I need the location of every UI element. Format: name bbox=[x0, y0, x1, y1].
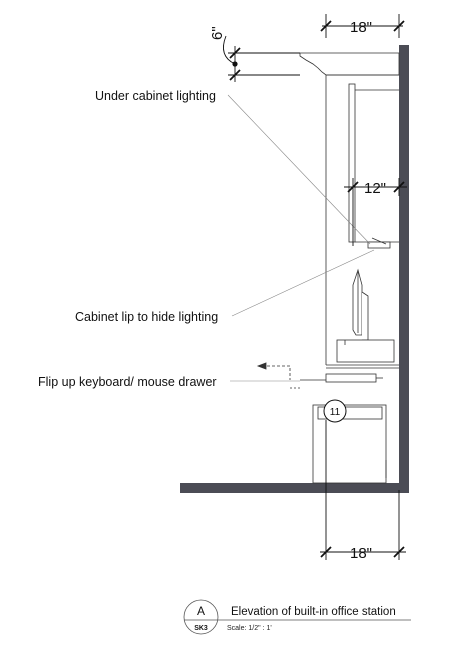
dim-bottom-depth: 18" bbox=[350, 545, 372, 562]
note-cabinet-lip: Cabinet lip to hide lighting bbox=[75, 310, 218, 324]
dim-top-depth: 18" bbox=[350, 19, 372, 36]
light-fixture bbox=[367, 241, 391, 249]
note-keyboard-drawer: Flip up keyboard/ mouse drawer bbox=[38, 375, 217, 389]
leader-under-cabinet bbox=[227, 94, 371, 245]
dim-upper-cabinet-depth: 12" bbox=[364, 180, 386, 197]
floor-slab bbox=[180, 483, 409, 493]
detail-bubble-number: 11 bbox=[330, 407, 341, 418]
dimension-lines bbox=[223, 14, 407, 560]
leader-lines bbox=[227, 94, 375, 382]
leader-cabinet-lip bbox=[231, 249, 375, 317]
wall-and-floor bbox=[180, 45, 409, 493]
note-under-cabinet-lighting: Under cabinet lighting bbox=[95, 89, 216, 103]
keyboard-tray bbox=[325, 373, 377, 383]
title-block: A SK3 Elevation of built-in office stati… bbox=[183, 599, 411, 635]
crown-molding bbox=[299, 52, 400, 76]
title-letter: A bbox=[197, 604, 205, 618]
sheet-number: SK3 bbox=[194, 625, 208, 632]
wall bbox=[399, 45, 409, 492]
drawing-scale: Scale: 1/2" : 1' bbox=[227, 625, 272, 632]
upper-cabinet-door bbox=[348, 83, 356, 243]
dim-crown-height: 6" bbox=[209, 26, 226, 40]
detail-bubble: 11 bbox=[323, 399, 347, 423]
drawing-title: Elevation of built-in office station bbox=[231, 606, 396, 618]
monitor bbox=[336, 268, 395, 363]
